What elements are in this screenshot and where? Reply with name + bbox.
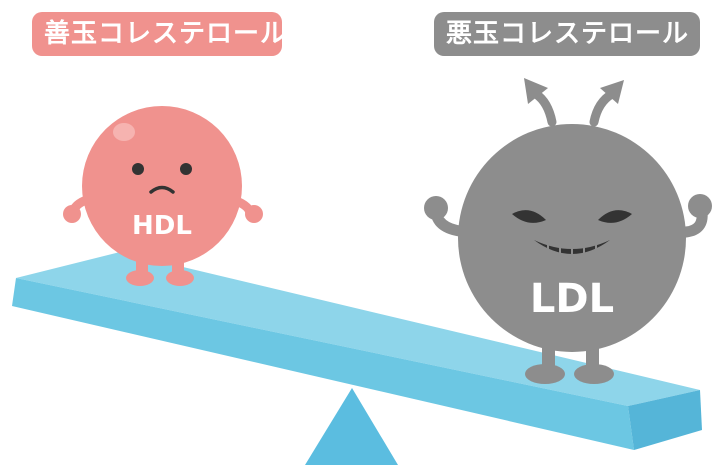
ldl-eye-right [598,210,632,223]
hdl-eye-left [132,163,144,175]
good-cholesterol-label: 善玉コレステロール [32,12,286,56]
hdl-eye-right [180,163,192,175]
seesaw-fulcrum [305,388,398,465]
ldl-eye-left [512,210,546,223]
hdl-character: HDL [63,106,263,286]
hdl-text: HDL [132,211,192,241]
hdl-mouth [149,185,175,194]
ldl-character: LDL [424,78,712,384]
ldl-text: LDL [530,276,614,322]
seesaw-board [12,252,702,450]
bad-cholesterol-label: 悪玉コレステロール [434,12,700,56]
ldl-grin [534,240,610,254]
